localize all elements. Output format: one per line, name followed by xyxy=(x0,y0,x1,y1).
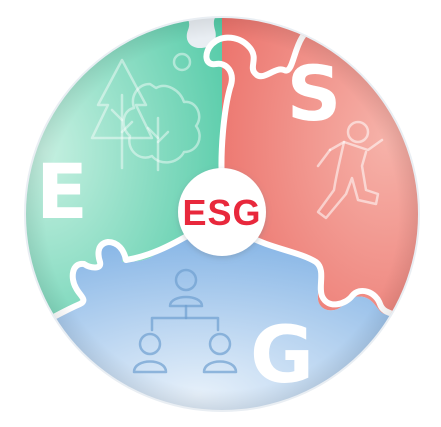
center-label: ESG xyxy=(182,192,261,233)
letter-e: E xyxy=(36,147,88,236)
running-person-icon xyxy=(316,120,384,220)
letter-s: S xyxy=(287,49,342,138)
org-chart-icon xyxy=(132,268,238,374)
letter-g: G xyxy=(250,311,314,401)
center-disc xyxy=(178,168,266,256)
trees-icon xyxy=(90,52,201,172)
